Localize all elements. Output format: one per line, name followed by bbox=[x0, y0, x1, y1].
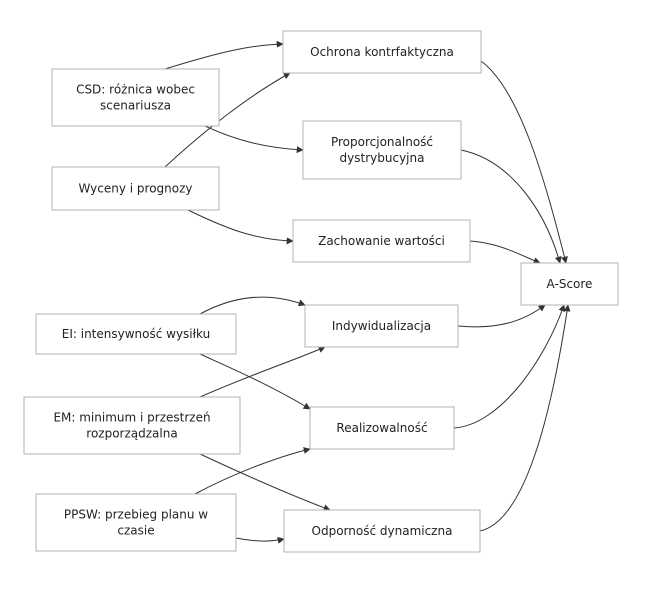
node-label: Ochrona kontrfaktyczna bbox=[310, 45, 454, 59]
node-ascore: A-Score bbox=[520, 262, 619, 306]
node-box bbox=[51, 166, 220, 211]
edges bbox=[164, 40, 571, 544]
edge-odpornosc-to-ascore bbox=[479, 304, 571, 532]
node-csd: CSD: różnica wobec scenariusza bbox=[51, 68, 220, 127]
node-label: dystrybucyjna bbox=[340, 151, 425, 165]
edge-csd-to-ochrona bbox=[164, 40, 284, 70]
node-label: Indywidualizacja bbox=[332, 319, 431, 333]
edge-ei-to-realizowalnosc bbox=[199, 353, 311, 410]
node-box bbox=[51, 68, 220, 127]
node-label: PPSW: przebieg planu w bbox=[64, 508, 208, 522]
node-box bbox=[292, 219, 471, 263]
edge-em-to-odpornosc bbox=[199, 453, 331, 512]
edge-proporcjonalnosc-to-ascore bbox=[460, 149, 562, 264]
node-box bbox=[283, 509, 481, 553]
node-box bbox=[282, 30, 482, 74]
edge-ppsw-to-realizowalnosc bbox=[194, 447, 311, 495]
node-box bbox=[302, 120, 462, 180]
edge-ochrona-to-ascore bbox=[480, 60, 568, 264]
node-box bbox=[309, 406, 455, 450]
node-label: EI: intensywność wysiłku bbox=[62, 327, 211, 341]
node-label: Odporność dynamiczna bbox=[312, 524, 453, 538]
node-box bbox=[23, 396, 241, 455]
node-box bbox=[520, 262, 619, 306]
node-proporcjonalnosc: Proporcjonalność dystrybucyjna bbox=[302, 120, 462, 180]
node-label: Proporcjonalność bbox=[331, 135, 433, 149]
node-label: A-Score bbox=[547, 277, 593, 291]
node-ppsw: PPSW: przebieg planu w czasie bbox=[35, 493, 237, 552]
node-label: Zachowanie wartości bbox=[318, 234, 445, 248]
node-label: scenariusza bbox=[100, 99, 171, 113]
edge-ppsw-to-odpornosc bbox=[235, 536, 285, 544]
node-label: czasie bbox=[117, 524, 154, 538]
node-em: EM: minimum i przestrzeń rozporządzalna bbox=[23, 396, 241, 455]
edge-em-to-indywidualizacja bbox=[199, 346, 326, 398]
node-indywidualizacja: Indywidualizacja bbox=[304, 304, 459, 348]
edge-zachowanie-to-ascore bbox=[469, 240, 541, 264]
edge-wyceny-to-zachowanie bbox=[187, 209, 294, 245]
node-odpornosc: Odporność dynamiczna bbox=[283, 509, 481, 553]
node-ochrona: Ochrona kontrfaktyczna bbox=[282, 30, 482, 74]
edge-wyceny-to-ochrona bbox=[164, 72, 291, 168]
node-box bbox=[35, 313, 237, 355]
edge-indywidualizacja-to-ascore bbox=[457, 304, 546, 328]
edge-csd-to-proporcjonalnosc bbox=[204, 125, 304, 154]
node-label: rozporządzalna bbox=[86, 427, 177, 441]
node-label: Wyceny i prognozy bbox=[79, 182, 193, 196]
edge-ei-to-indywidualizacja bbox=[199, 296, 306, 315]
node-ei: EI: intensywność wysiłku bbox=[35, 313, 237, 355]
node-zachowanie: Zachowanie wartości bbox=[292, 219, 471, 263]
node-label: CSD: różnica wobec bbox=[76, 83, 195, 97]
node-label: Realizowalność bbox=[336, 421, 427, 435]
node-realizowalnosc: Realizowalność bbox=[309, 406, 455, 450]
node-label: EM: minimum i przestrzeń bbox=[53, 411, 210, 425]
node-box bbox=[304, 304, 459, 348]
node-box bbox=[35, 493, 237, 552]
node-wyceny: Wyceny i prognozy bbox=[51, 166, 220, 211]
edge-realizowalnosc-to-ascore bbox=[453, 304, 566, 429]
